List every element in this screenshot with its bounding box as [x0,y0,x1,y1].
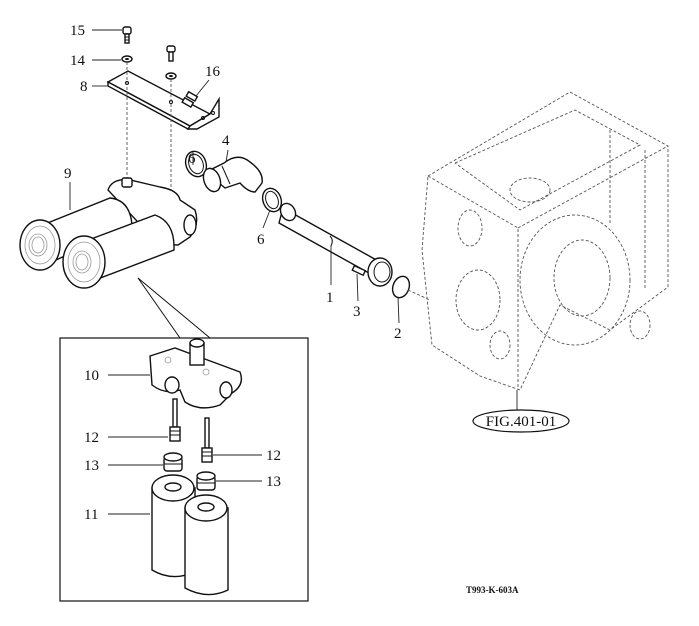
callout-3: 3 [353,304,361,320]
clamp-6-right [261,187,283,213]
drawing-code: T993-K-603A [466,585,519,595]
leader-lines [69,29,518,515]
filter-head-10 [149,338,243,409]
callout-1: 1 [326,290,334,306]
filter-cartridge-11-front [184,494,229,596]
callout-13-right: 13 [266,474,281,490]
callout-15: 15 [70,23,85,39]
bracket-8 [106,70,220,130]
callout-13-left: 13 [84,458,99,474]
filter-assembly-9 [19,177,198,289]
figure-reference-label: FIG.401-01 [486,414,556,430]
washer-14 [121,55,133,63]
clamp-6-left [184,150,208,178]
assembly-line [407,289,431,301]
callout-12-left: 12 [84,430,99,446]
o-ring-2 [391,275,411,299]
callout-11: 11 [84,507,98,523]
transmission-case [421,91,669,391]
relief-tube-12-right [201,417,213,463]
callout-9: 9 [64,166,72,182]
callout-4: 4 [222,133,230,149]
nipple-13-right [196,471,216,491]
callout-6-right: 6 [257,232,265,248]
pipe-1 [278,202,393,287]
callout-14: 14 [70,53,86,69]
elbow-hose-4 [202,156,263,193]
callout-8: 8 [80,79,88,95]
callout-2: 2 [394,326,402,342]
bolt-second [165,45,177,80]
bolt-15 [122,26,132,44]
callout-12-right: 12 [266,448,281,464]
relief-tube-12-left [169,398,181,442]
bolt-16 [181,90,199,109]
bolt-3 [351,264,367,277]
callout-6-left: 6 [188,151,196,167]
callout-16: 16 [205,64,221,80]
figure-reference[interactable]: FIG.401-01 [472,409,570,433]
callout-10: 10 [84,368,99,384]
nipple-13-left [163,452,183,472]
